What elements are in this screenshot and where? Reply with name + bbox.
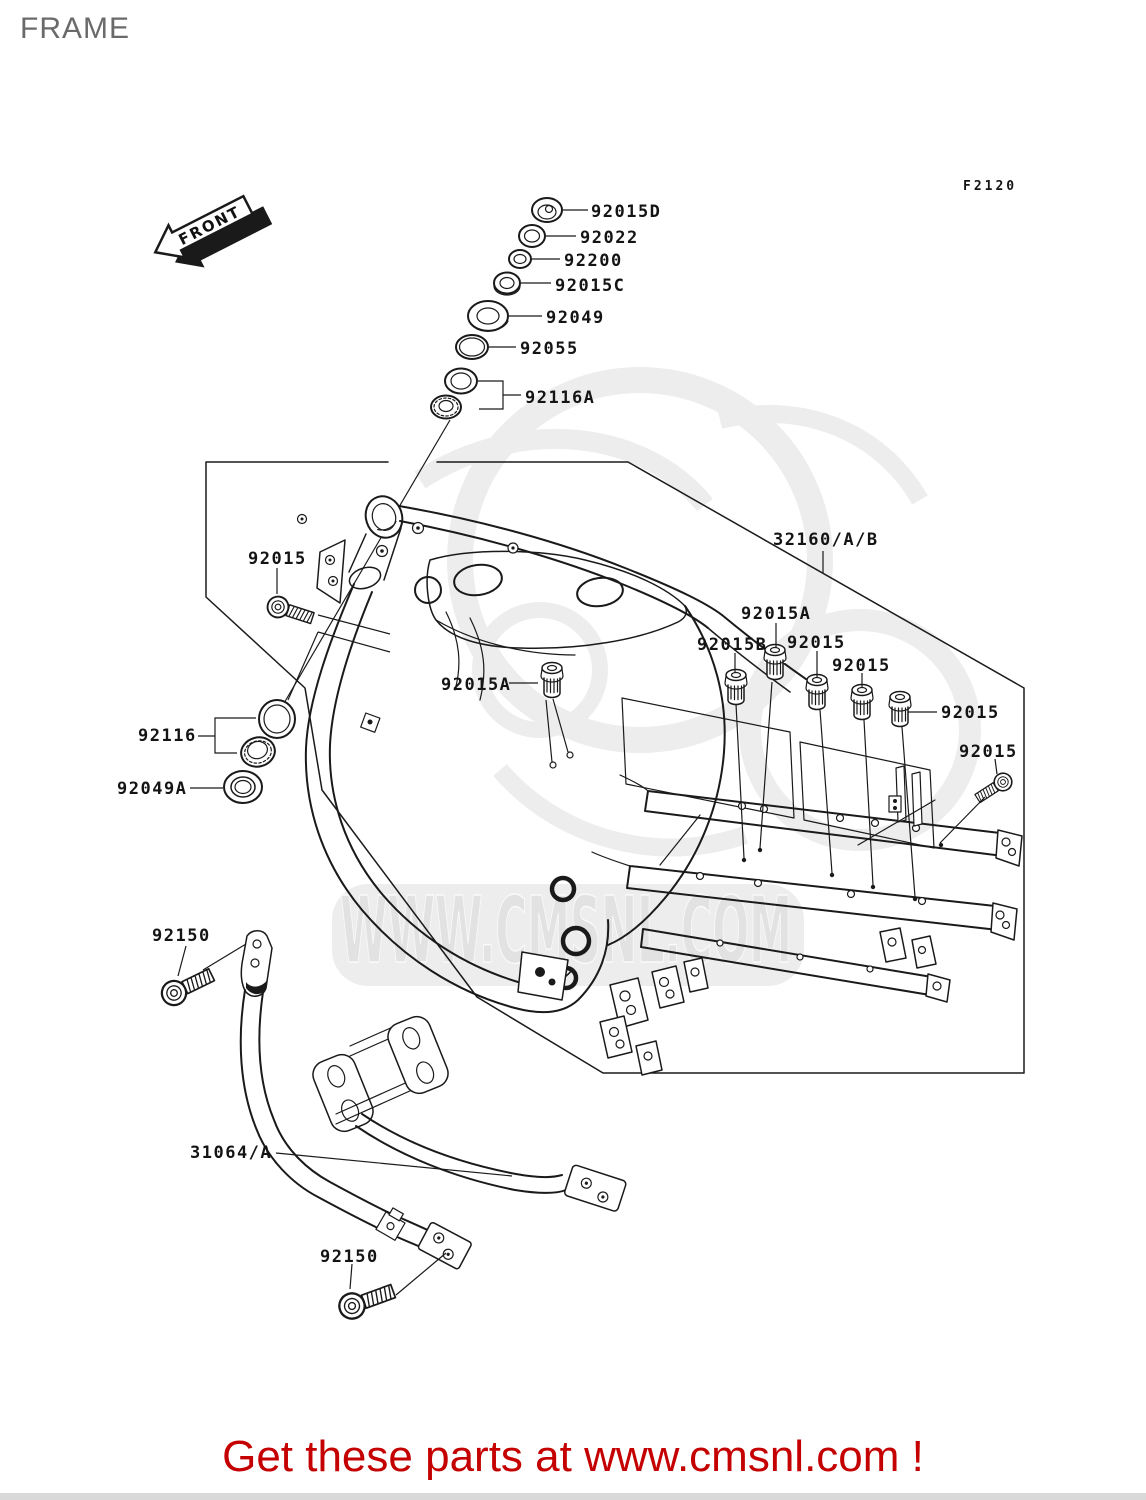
part-label-92015-rail3[interactable]: 92015 [941,703,1000,723]
steering-bearing-parts [190,699,296,804]
part-label-92116a[interactable]: 92116A [525,388,595,408]
part-label-92200[interactable]: 92200 [564,251,623,271]
down-tube-bolt-top [156,962,218,1011]
part-label-92015-railbolt[interactable]: 92015 [959,742,1018,762]
front-direction-arrow: FRONT [153,194,273,268]
frame-bolt-right [971,769,1016,807]
part-label-92015-rail2[interactable]: 92015 [832,656,891,676]
rear-subframe-rails [591,765,1023,1003]
part-label-32160ab[interactable]: 32160/A/B [773,530,879,550]
part-label-92116[interactable]: 92116 [138,726,197,746]
fiche-code: F2120 [963,179,1017,194]
down-tube-assembly [156,930,627,1324]
steering-stem-parts-stack [430,197,588,420]
o-ring-part [455,334,489,360]
washer-small-part [508,249,532,269]
bottom-strip [0,1493,1146,1500]
part-label-92015-left[interactable]: 92015 [248,549,307,569]
part-label-92015a-middle[interactable]: 92015A [441,675,511,695]
frame-bolt-left [263,568,391,701]
part-labels: 92015D 92022 92200 92015C 92049 92055 92… [117,202,1018,1267]
footer-promo-link[interactable]: Get these parts at www.cmsnl.com ! [222,1432,924,1481]
diagram-enclosure [205,461,1025,1074]
down-tube-bolt-bottom [334,1278,399,1324]
part-label-92015d[interactable]: 92015D [591,202,661,222]
bearing-race-part [467,300,509,332]
part-label-92049[interactable]: 92049 [546,308,605,328]
part-label-92150-top[interactable]: 92150 [152,926,211,946]
part-label-92015c[interactable]: 92015C [555,276,625,296]
page-title: FRAME [20,12,130,45]
rubber-damper-parts [509,623,1016,902]
part-label-92015-rail1[interactable]: 92015 [787,633,846,653]
stem-nut-part [493,271,521,296]
stem-cap-part [531,197,563,223]
part-label-92049a[interactable]: 92049A [117,779,187,799]
part-label-92022[interactable]: 92022 [580,228,639,248]
part-label-92015a-right[interactable]: 92015A [741,604,811,624]
watermark-art: WWW.CMSNL.COM [332,367,981,986]
part-label-92015b[interactable]: 92015B [697,635,767,655]
main-frame-drawing [296,495,1023,1076]
upper-bearing-set-part [430,367,478,420]
washer-part [518,224,546,248]
part-label-31064a[interactable]: 31064/A [190,1143,272,1163]
head-tube [364,495,404,539]
part-label-92055[interactable]: 92055 [520,339,579,359]
part-label-92150-bottom[interactable]: 92150 [320,1247,379,1267]
